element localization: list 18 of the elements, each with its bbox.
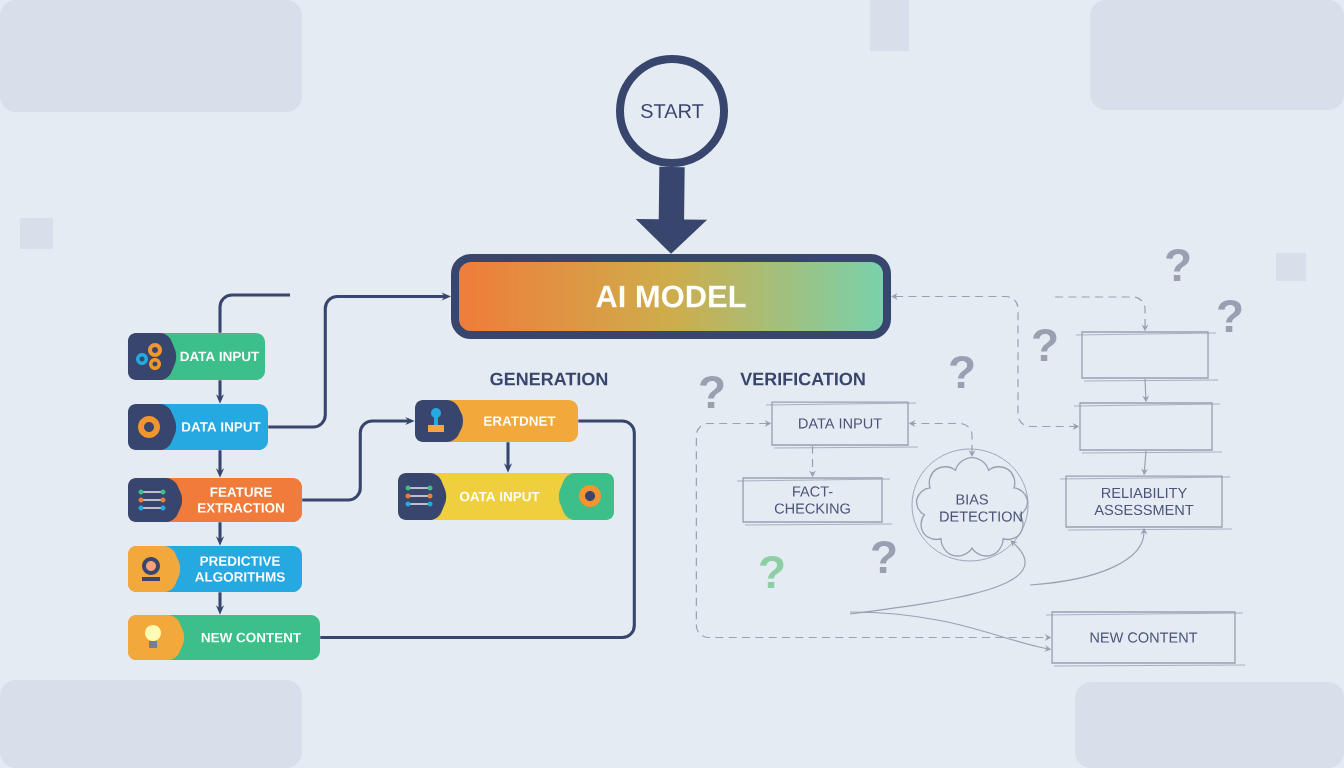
process-box: NEW CONTENT (1045, 611, 1246, 667)
question-mark: ? (700, 375, 724, 409)
empty-box (1075, 331, 1219, 382)
process-box: DATA INPUT (765, 401, 919, 449)
question-mark: ? (950, 355, 974, 389)
question-mark: ? (1218, 299, 1242, 333)
section-heading: VERIFICATION (740, 372, 865, 386)
question-mark: ? (760, 555, 784, 589)
process-box: FACT-CHECKING (736, 477, 893, 526)
question-mark: ? (1033, 328, 1057, 362)
thought-cloud: BIAS DETECTION (911, 448, 1029, 562)
arrow (849, 540, 1026, 615)
question-mark: ? (1166, 248, 1190, 282)
empty-box (1073, 402, 1223, 454)
model-box: AI MODEL (451, 253, 891, 340)
section-heading: GENERATION (490, 372, 608, 386)
process-box: RELIABILITY ASSESSMENT (1059, 475, 1233, 531)
question-mark: ? (872, 540, 896, 574)
